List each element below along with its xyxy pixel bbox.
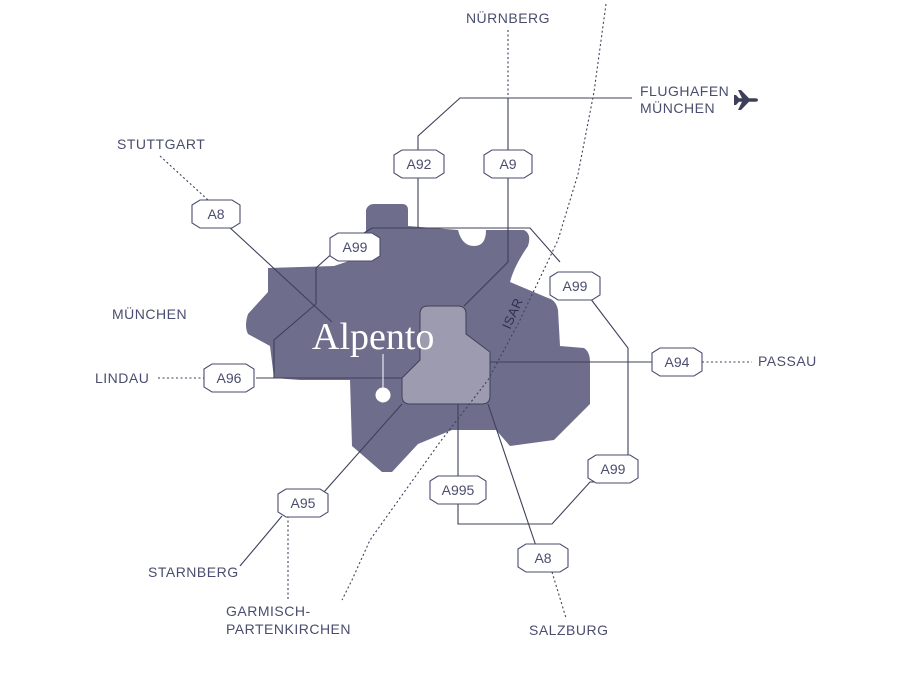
svg-text:A95: A95 — [291, 495, 316, 511]
highway-shield-a9: A9 — [483, 149, 533, 179]
city-label-passau: PASSAU — [758, 353, 817, 369]
location-dot-icon — [375, 387, 391, 403]
brand-logo-alpento: Alpento — [312, 316, 434, 358]
highway-shield-a94: A94 — [651, 347, 703, 377]
highway-shield-a99-north: A99 — [329, 232, 381, 262]
highway-shield-a99-south: A99 — [587, 454, 639, 484]
svg-text:A99: A99 — [343, 239, 368, 255]
highway-shield-a995: A995 — [429, 475, 487, 505]
city-label-starnberg: STARNBERG — [148, 564, 239, 580]
svg-text:A8: A8 — [207, 206, 224, 222]
highway-shield-a99-east: A99 — [549, 271, 601, 301]
svg-text:A99: A99 — [601, 461, 626, 477]
svg-text:A92: A92 — [407, 156, 432, 172]
highway-shield-a95: A95 — [277, 488, 329, 518]
highway-shield-a96: A96 — [203, 363, 255, 393]
city-label-flughafen-line2: MÜNCHEN — [640, 99, 715, 116]
city-center-area — [401, 305, 491, 405]
svg-text:A8: A8 — [534, 550, 551, 566]
city-label-stuttgart: STUTTGART — [117, 136, 205, 152]
svg-text:A94: A94 — [665, 354, 690, 370]
city-label-garmisch-line1: GARMISCH- — [226, 603, 311, 619]
city-label-lindau: LINDAU — [95, 370, 149, 386]
svg-text:A9: A9 — [499, 156, 516, 172]
city-label-garmisch-line2: PARTENKIRCHEN — [226, 621, 351, 637]
dotted-connectors — [158, 30, 752, 619]
svg-text:A96: A96 — [217, 370, 242, 386]
city-label-salzburg: SALZBURG — [529, 622, 608, 638]
city-label-nuernberg: NÜRNBERG — [466, 9, 550, 26]
svg-text:A995: A995 — [442, 482, 475, 498]
svg-text:A99: A99 — [563, 278, 588, 294]
region-label-muenchen: MÜNCHEN — [112, 305, 187, 322]
isar-river — [341, 3, 607, 601]
highway-shield-a8-north: A8 — [191, 199, 241, 229]
airplane-icon — [734, 90, 758, 110]
highway-shield-a8-south: A8 — [517, 543, 569, 573]
highway-shield-a92: A92 — [393, 149, 445, 179]
city-label-flughafen-line1: FLUGHAFEN — [640, 83, 729, 99]
munich-region — [246, 204, 590, 472]
